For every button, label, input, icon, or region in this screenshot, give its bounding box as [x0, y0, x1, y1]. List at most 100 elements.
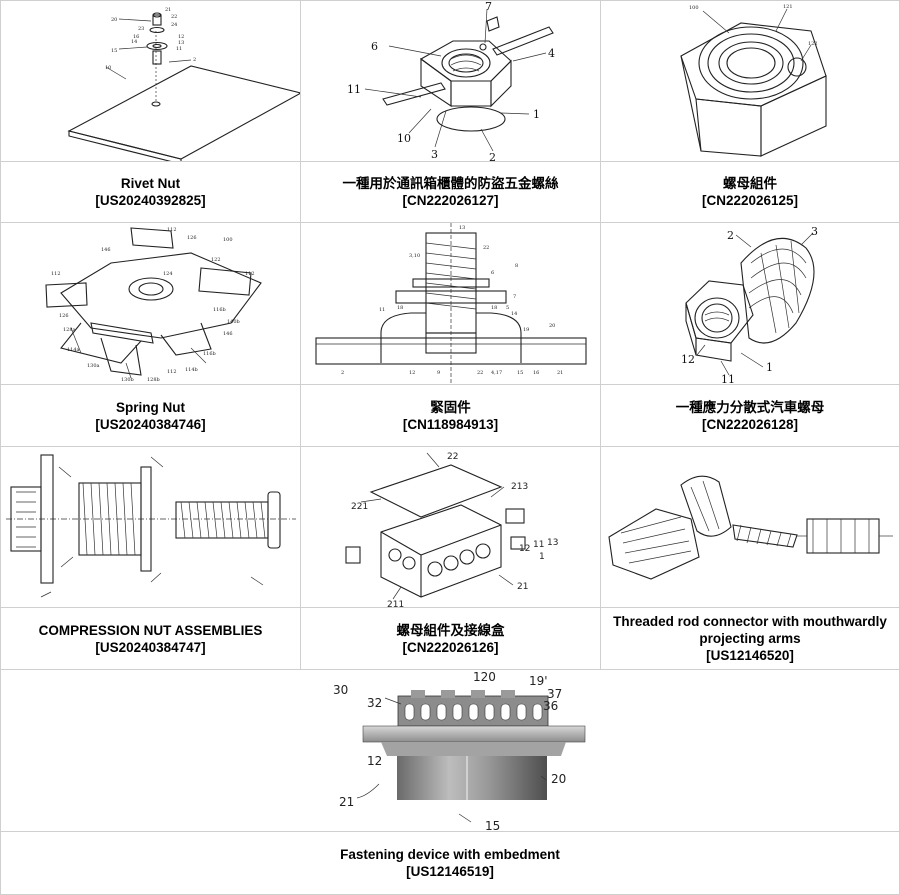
label: 20: [551, 772, 566, 786]
label: 20: [549, 323, 555, 329]
entry-title: Rivet Nut: [95, 175, 205, 192]
entry-title: 螺母組件: [702, 175, 798, 192]
label: 30: [333, 683, 348, 697]
label: 11: [347, 83, 361, 96]
label: 146: [223, 331, 233, 337]
patent-number: [US12146520]: [607, 647, 893, 664]
label: 2: [193, 57, 196, 63]
label: 1: [533, 108, 540, 121]
label: 130b: [121, 377, 134, 383]
entry-title: Fastening device with embedment: [340, 846, 560, 863]
label: 116b: [213, 307, 226, 313]
label: 11: [176, 46, 182, 52]
compression-nut-drawing-icon: [1, 447, 300, 607]
label: 11: [721, 373, 735, 384]
entry-4-image[interactable]: 112 126 100 146 122 112 124 112 116b 140…: [0, 222, 301, 385]
label: 2: [727, 229, 734, 242]
label: 128b: [147, 377, 160, 383]
label: 10: [105, 65, 111, 71]
patent-number: [CN222026125]: [702, 192, 798, 209]
label: 11: [379, 307, 385, 313]
spring-nut-drawing-icon: 112 126 100 146 122 112 124 112 116b 140…: [1, 223, 300, 384]
label: 20: [111, 17, 117, 23]
rod-connector-drawing-icon: [601, 447, 899, 607]
label: 6: [491, 270, 494, 276]
entry-title: COMPRESSION NUT ASSEMBLIES: [39, 622, 263, 639]
patent-number: [US12146519]: [340, 863, 560, 880]
label: 126: [59, 313, 69, 319]
label: 16: [533, 370, 539, 376]
label: 24: [171, 22, 177, 28]
patent-number: [CN222026128]: [676, 416, 825, 433]
label: 6: [371, 40, 378, 53]
label: 36: [543, 699, 558, 713]
label: 100: [223, 237, 233, 243]
entry-3-image[interactable]: 100 121 122: [600, 0, 900, 162]
entry-8-image[interactable]: 22 221 213 12 11 13 1 21 211: [300, 446, 601, 608]
label: 120: [473, 670, 496, 684]
label: 19': [529, 674, 548, 688]
entry-5-image[interactable]: 13 22 3,10 6 8 7 11 18 19 20 18 14 5 2 1…: [300, 222, 601, 385]
label: 122: [808, 41, 818, 47]
label: 130a: [87, 363, 100, 369]
label: 213: [511, 482, 528, 492]
entry-1-image[interactable]: 20 21 22 23 24 12 13 16 14 11 15 10 2: [0, 0, 301, 162]
label: 112: [51, 271, 61, 277]
entry-title: Threaded rod connector with mouthwardly …: [607, 613, 893, 647]
label: 3: [811, 225, 818, 238]
entry-title: 一種用於通訊箱櫃體的防盜五金螺絲: [343, 175, 559, 192]
patent-number: [US20240384747]: [39, 639, 263, 656]
label: 13: [547, 538, 558, 548]
entry-5-caption: 緊固件[CN118984913]: [300, 384, 601, 447]
label: 13: [459, 225, 465, 231]
label: 14: [131, 39, 137, 45]
label: 128a: [63, 327, 76, 333]
entry-6-image[interactable]: 2 3 12 11 1: [600, 222, 900, 385]
label: 124: [163, 271, 173, 277]
entry-1-caption: Rivet Nut[US20240392825]: [0, 161, 301, 223]
entry-title: 螺母組件及接線盒: [397, 622, 505, 639]
label: 112: [167, 369, 177, 375]
label: 5: [506, 305, 509, 311]
label: 21: [165, 7, 171, 13]
entry-6-caption: 一種應力分散式汽車螺母[CN222026128]: [600, 384, 900, 447]
label: 21: [517, 582, 528, 592]
embedment-nut-render-icon: 120 30 19' 32 37 36 12 20 21 15: [1, 670, 899, 831]
label: 22: [483, 245, 489, 251]
entry-title: 緊固件: [403, 399, 498, 416]
entry-4-caption: Spring Nut[US20240384746]: [0, 384, 301, 447]
label: 8: [515, 263, 518, 269]
label: 116b: [203, 351, 216, 357]
label: 15: [517, 370, 523, 376]
entry-2-caption: 一種用於通訊箱櫃體的防盜五金螺絲[CN222026127]: [300, 161, 601, 223]
label: 122: [211, 257, 221, 263]
label: 22: [447, 452, 458, 462]
entry-9-caption: Threaded rod connector with mouthwardly …: [600, 607, 900, 670]
entry-7-image[interactable]: [0, 446, 301, 608]
label: 9: [437, 370, 440, 376]
patent-number: [US20240392825]: [95, 192, 205, 209]
junction-box-drawing-icon: 22 221 213 12 11 13 1 21 211: [301, 447, 600, 607]
entry-7-caption: COMPRESSION NUT ASSEMBLIES[US20240384747…: [0, 607, 301, 670]
label: 18: [491, 305, 497, 311]
label: 1: [539, 552, 545, 562]
label: 114a: [67, 347, 80, 353]
entry-title: 一種應力分散式汽車螺母: [676, 399, 825, 416]
label: 18: [397, 305, 403, 311]
nut-assembly-drawing-icon: 100 121 122: [601, 1, 899, 161]
label: 7: [485, 1, 492, 13]
patent-number: [CN222026126]: [397, 639, 505, 656]
label: 12: [409, 370, 415, 376]
anti-theft-screw-drawing-icon: 7 6 4 11 1 10 3 2: [301, 1, 600, 161]
label: 15: [111, 48, 117, 54]
label: 32: [367, 696, 382, 710]
label: 21: [339, 795, 354, 809]
rivet-nut-drawing-icon: 20 21 22 23 24 12 13 16 14 11 15 10 2: [1, 1, 300, 161]
label: 100: [689, 5, 699, 11]
entry-2-image[interactable]: 7 6 4 11 1 10 3 2: [300, 0, 601, 162]
entry-3-caption: 螺母組件[CN222026125]: [600, 161, 900, 223]
entry-10-image[interactable]: 120 30 19' 32 37 36 12 20 21 15: [0, 669, 900, 832]
fastener-section-drawing-icon: 13 22 3,10 6 8 7 11 18 19 20 18 14 5 2 1…: [301, 223, 600, 384]
entry-9-image[interactable]: [600, 446, 900, 608]
